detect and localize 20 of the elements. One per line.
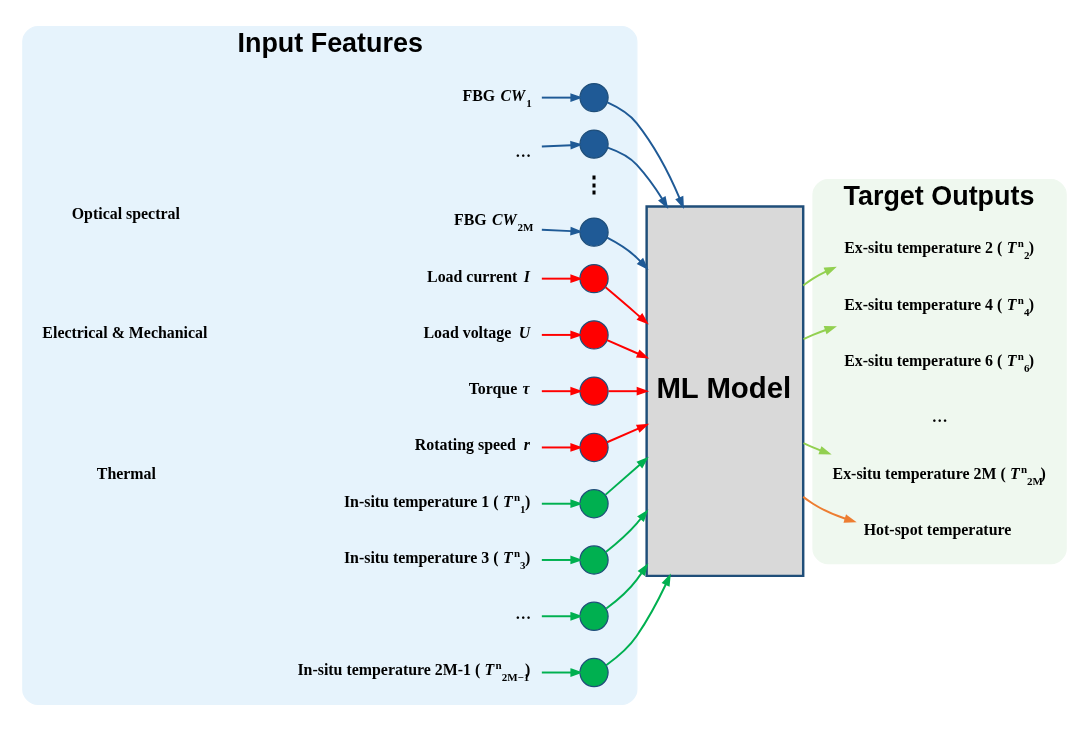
- label: Thermal: [96, 464, 156, 482]
- label: Electrical & Mechanical: [42, 323, 208, 341]
- node-label: Torque τ: [468, 379, 530, 397]
- node-label: In-situ temperature 3 (T$^{n}$$_{3}$): [343, 546, 531, 571]
- node-label: FBG CW$_{2M}$: [453, 210, 534, 233]
- node-text: Ex-situ temperature 2M (T$^{n}$$_{2M}$): [832, 462, 1046, 487]
- label: …: [931, 407, 948, 425]
- node-label: Load voltage U: [423, 323, 531, 341]
- node-text: Hot-spot temperature: [863, 520, 1012, 538]
- node-label: Rotating speed r: [414, 435, 530, 453]
- label: ⋮: [583, 171, 606, 197]
- label: Optical spectral: [71, 204, 180, 222]
- node-label: …: [515, 142, 532, 160]
- node-label: In-situ temperature 1 (T$^{n}$$_{1}$): [343, 490, 531, 515]
- node-label: …: [515, 604, 532, 622]
- node-text: Ex-situ temperature 4 (T$^{n}$$_{4}$): [844, 293, 1035, 318]
- label: Ex-situ temperature 6 (T$^{n}$$_{6}$): [844, 349, 1035, 374]
- node-text: Ex-situ temperature 2 (T$^{n}$$_{2}$): [844, 236, 1035, 261]
- node-label: Load current I: [427, 267, 530, 285]
- node-label: FBG CW$_{1}$: [462, 86, 532, 109]
